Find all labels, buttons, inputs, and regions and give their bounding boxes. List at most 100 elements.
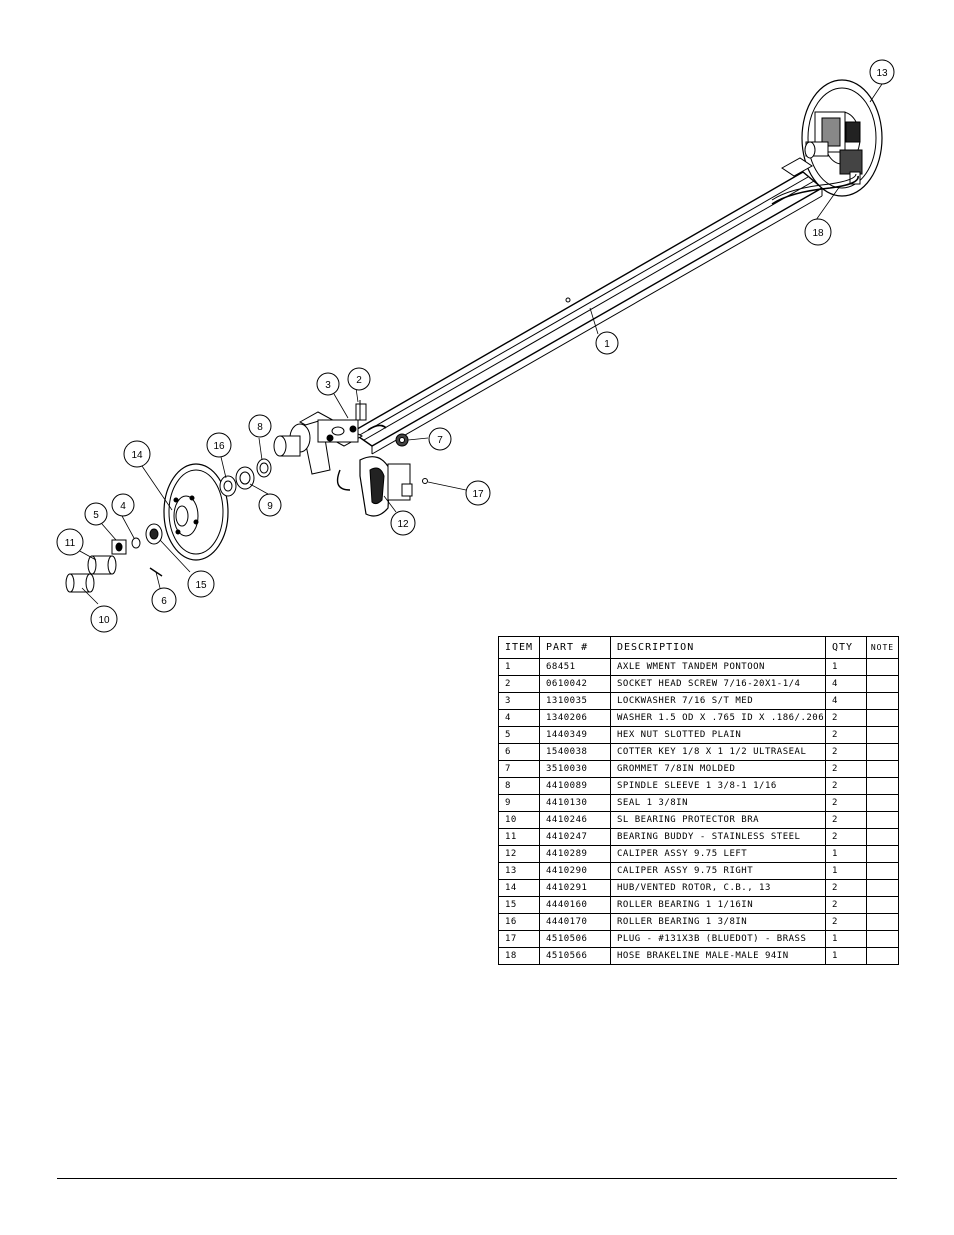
svg-text:10: 10 [98, 615, 110, 626]
svg-text:5: 5 [93, 510, 99, 521]
callout-9: 9 [258, 493, 282, 517]
callout-1: 1 [595, 331, 619, 355]
cell-item: 7 [498, 760, 540, 778]
cell-item: 12 [498, 845, 540, 863]
cell-qty: 2 [825, 794, 867, 812]
cell-qty: 2 [825, 811, 867, 829]
svg-text:6: 6 [161, 596, 167, 607]
cell-qty: 2 [825, 896, 867, 914]
cell-description: AXLE WMENT TANDEM PONTOON [610, 658, 826, 676]
axle-beam [350, 171, 824, 455]
cell-part-number: 1440349 [539, 726, 611, 744]
right-rotor-caliper [771, 79, 883, 205]
callout-6: 6 [151, 587, 177, 613]
svg-text:8: 8 [257, 422, 263, 433]
cell-qty: 1 [825, 862, 867, 880]
cell-note [866, 692, 899, 710]
cell-qty: 4 [825, 692, 867, 710]
cell-item: 10 [498, 811, 540, 829]
callout-8: 8 [248, 414, 272, 438]
cell-part-number: 4410246 [539, 811, 611, 829]
svg-text:18: 18 [812, 228, 824, 239]
cell-item: 13 [498, 862, 540, 880]
callout-7: 7 [428, 427, 452, 451]
svg-text:1: 1 [604, 339, 610, 350]
cell-part-number: 1540038 [539, 743, 611, 761]
cell-item: 3 [498, 692, 540, 710]
cell-item: 4 [498, 709, 540, 727]
cell-item: 17 [498, 930, 540, 948]
header-description: DESCRIPTION [610, 636, 826, 659]
cell-part-number: 4410290 [539, 862, 611, 880]
callout-13: 13 [869, 59, 895, 85]
header-note: NOTE [866, 636, 899, 659]
cell-part-number: 4510566 [539, 947, 611, 965]
cell-item: 6 [498, 743, 540, 761]
cell-qty: 2 [825, 879, 867, 897]
cell-description: BEARING BUDDY - STAINLESS STEEL [610, 828, 826, 846]
cell-part-number: 3510030 [539, 760, 611, 778]
hub-vented-rotor [163, 463, 229, 561]
callout-10: 10 [90, 605, 118, 633]
svg-text:17: 17 [472, 489, 484, 500]
cell-qty: 1 [825, 658, 867, 676]
left-caliper [359, 456, 413, 517]
cell-qty: 2 [825, 709, 867, 727]
cell-note [866, 760, 899, 778]
grommet-and-plug [395, 433, 428, 484]
cell-part-number: 4410089 [539, 777, 611, 795]
cell-item: 5 [498, 726, 540, 744]
callout-2: 2 [347, 367, 371, 391]
cell-note [866, 896, 899, 914]
cell-description: GROMMET 7/8IN MOLDED [610, 760, 826, 778]
svg-text:2: 2 [356, 375, 362, 386]
callout-4: 4 [111, 493, 135, 517]
cell-note [866, 811, 899, 829]
svg-text:3: 3 [325, 380, 331, 391]
cell-description: HOSE BRAKELINE MALE-MALE 94IN [610, 947, 826, 965]
footer-rule [57, 1178, 897, 1179]
svg-text:11: 11 [65, 538, 76, 549]
cell-note [866, 777, 899, 795]
cell-note [866, 828, 899, 846]
cell-note [866, 743, 899, 761]
cell-note [866, 862, 899, 880]
callout-17: 17 [465, 480, 491, 506]
cell-part-number: 4440170 [539, 913, 611, 931]
cell-note [866, 658, 899, 676]
table-header-row: ITEM PART # DESCRIPTION QTY NOTE [498, 636, 899, 659]
cell-part-number: 4510506 [539, 930, 611, 948]
small-parts [65, 458, 272, 593]
svg-text:16: 16 [213, 441, 225, 452]
cell-description: SOCKET HEAD SCREW 7/16-20X1-1/4 [610, 675, 826, 693]
cell-description: CALIPER ASSY 9.75 LEFT [610, 845, 826, 863]
svg-text:9: 9 [267, 501, 273, 512]
exploded-axle-diagram: 1 2 3 4 5 6 7 8 9 10 11 12 13 14 15 16 1… [56, 59, 895, 633]
callout-11: 11 [56, 528, 84, 556]
cell-qty: 1 [825, 930, 867, 948]
cell-part-number: 4440160 [539, 896, 611, 914]
callout-18: 18 [804, 218, 832, 246]
cell-description: PLUG - #131X3B (BLUEDOT) - BRASS [610, 930, 826, 948]
cell-part-number: 68451 [539, 658, 611, 676]
svg-text:7: 7 [437, 435, 443, 446]
cell-description: HEX NUT SLOTTED PLAIN [610, 726, 826, 744]
callout-16: 16 [206, 432, 232, 458]
callout-14: 14 [123, 440, 151, 468]
svg-text:4: 4 [120, 501, 126, 512]
cell-note [866, 726, 899, 744]
cell-qty: 1 [825, 947, 867, 965]
header-item: ITEM [498, 636, 540, 659]
cell-qty: 2 [825, 726, 867, 744]
